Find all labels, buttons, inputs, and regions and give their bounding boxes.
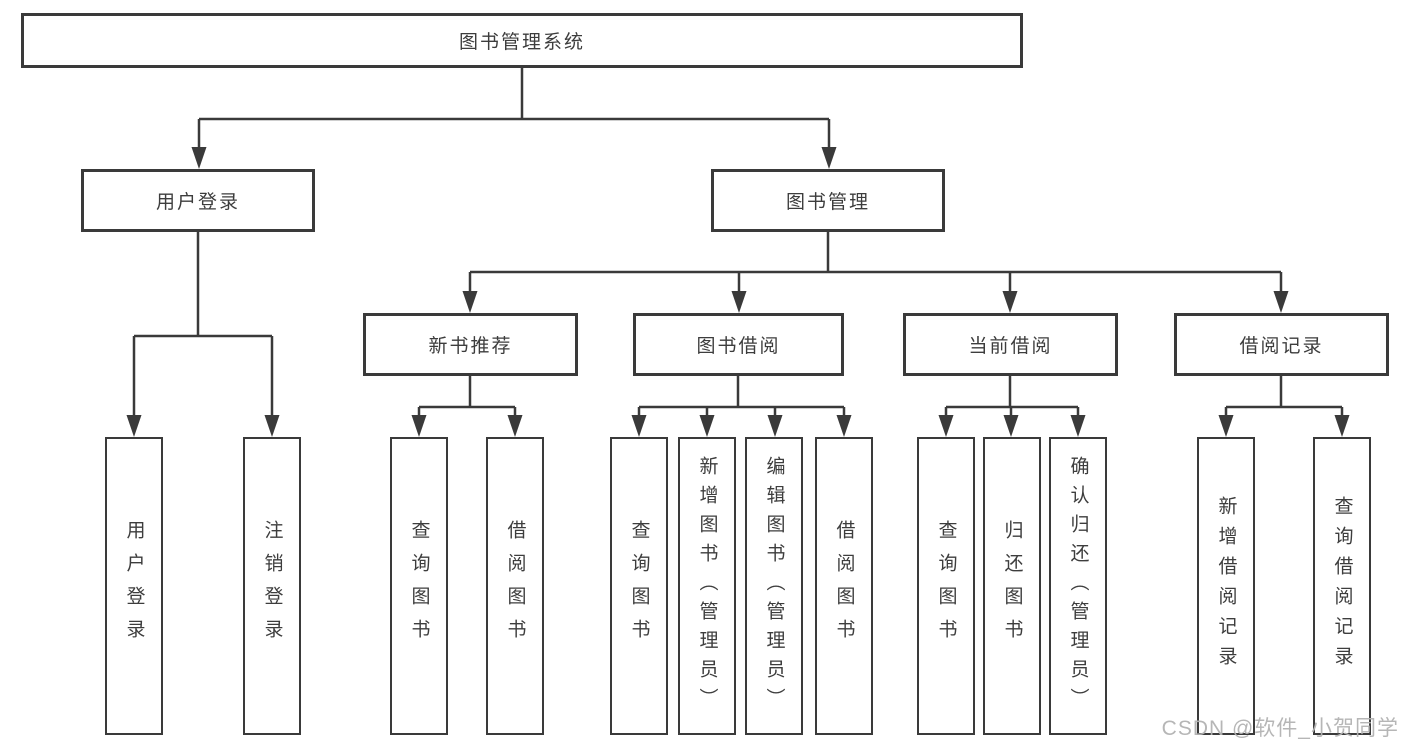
leaf-user-login: 用户登录 [105,437,163,735]
leaf-label: 查询图书 [628,520,650,652]
node-borrowing-records: 借阅记录 [1174,313,1389,376]
leaf-label: 借阅图书 [504,520,526,652]
leaf-query-books: 查询图书 [917,437,975,735]
leaf-label: 新增图书（管理员） [696,455,718,717]
leaf-label: 确认归还（管理员） [1067,455,1089,717]
node-user-login: 用户登录 [81,169,315,232]
leaf-label: 查询图书 [408,520,430,652]
leaf-query-books: 查询图书 [610,437,668,735]
leaf-confirm-return-admin: 确认归还（管理员） [1049,437,1107,735]
leaf-query-books: 查询图书 [390,437,448,735]
leaf-label: 用户登录 [123,520,145,652]
leaf-logout: 注销登录 [243,437,301,735]
leaf-edit-books-admin: 编辑图书（管理员） [745,437,803,735]
leaf-label: 归还图书 [1001,520,1023,652]
leaf-return-books: 归还图书 [983,437,1041,735]
node-new-book-recommendation: 新书推荐 [363,313,578,376]
leaf-label: 查询图书 [935,520,957,652]
leaf-label: 新增借阅记录 [1215,496,1237,676]
leaf-borrow-books: 借阅图书 [486,437,544,735]
node-current-borrowing: 当前借阅 [903,313,1118,376]
leaf-label: 借阅图书 [833,520,855,652]
leaf-label: 查询借阅记录 [1331,496,1353,676]
leaf-query-borrow-record: 查询借阅记录 [1313,437,1371,735]
leaf-borrow-books: 借阅图书 [815,437,873,735]
node-book-borrowing: 图书借阅 [633,313,844,376]
leaf-add-borrow-record: 新增借阅记录 [1197,437,1255,735]
leaf-label: 编辑图书（管理员） [763,455,785,717]
leaf-label: 注销登录 [261,520,283,652]
leaf-add-books-admin: 新增图书（管理员） [678,437,736,735]
node-book-management: 图书管理 [711,169,945,232]
watermark-text: CSDN @软件_小贺同学 [1161,717,1399,740]
node-library-management-system: 图书管理系统 [21,13,1023,68]
